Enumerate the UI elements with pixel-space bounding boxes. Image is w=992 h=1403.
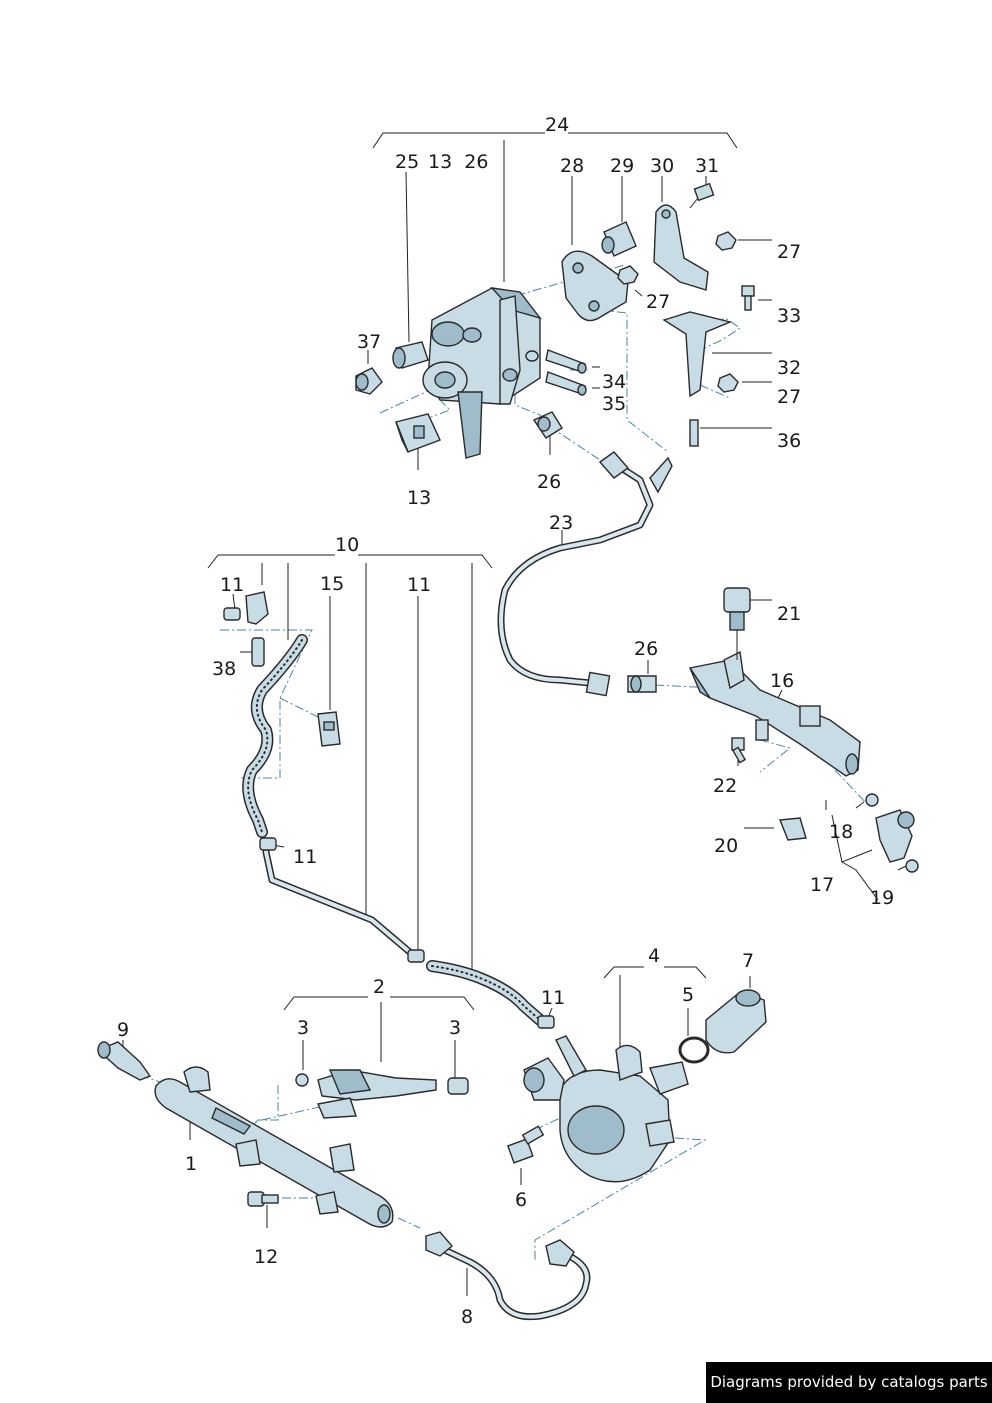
callout-26-b: 26 xyxy=(634,638,658,660)
callout-31: 31 xyxy=(695,155,719,177)
part-20-clip xyxy=(779,817,807,841)
part-31-bolt xyxy=(689,182,715,209)
part-26-union-mid xyxy=(627,675,657,693)
callout-11-c: 11 xyxy=(293,846,317,868)
callout-12: 12 xyxy=(254,1246,278,1268)
leader-lines xyxy=(122,140,907,1296)
part-21-pressure-sensor xyxy=(723,587,751,660)
callout-15: 15 xyxy=(320,573,344,595)
callout-37: 37 xyxy=(357,331,381,353)
bracket-24 xyxy=(372,132,738,149)
callout-13-26: 13 26 xyxy=(428,151,488,173)
part-15-clip xyxy=(317,711,341,747)
part-5-oring xyxy=(678,1036,710,1064)
callout-21: 21 xyxy=(777,603,801,625)
part-32-bracket xyxy=(662,311,733,398)
callout-27-c: 27 xyxy=(777,386,801,408)
callout-3-b: 3 xyxy=(449,1017,461,1039)
callout-5: 5 xyxy=(682,984,694,1006)
callout-33: 33 xyxy=(777,305,801,327)
callout-11-d: 11 xyxy=(541,987,565,1009)
callout-2: 2 xyxy=(373,976,385,998)
part-23-fuel-line xyxy=(497,451,673,697)
callout-19: 19 xyxy=(870,887,894,909)
callout-4: 4 xyxy=(648,945,660,967)
part-27-nuts xyxy=(617,231,739,393)
part-29-bushing xyxy=(601,221,637,257)
callout-3-a: 3 xyxy=(297,1017,309,1039)
part-26-union-top xyxy=(532,411,563,439)
callout-18: 18 xyxy=(829,821,853,843)
bracket-10 xyxy=(207,554,493,569)
callout-27-b: 27 xyxy=(646,291,670,313)
part-1-fuel-rail xyxy=(154,1066,394,1228)
part-16-fuel-rail xyxy=(688,650,861,777)
callout-8: 8 xyxy=(461,1306,473,1328)
callout-28: 28 xyxy=(560,155,584,177)
part-22-bolt xyxy=(731,737,747,764)
part-2-injector xyxy=(295,1069,469,1119)
pressure-valve-unit xyxy=(422,287,542,459)
callout-27-a: 27 xyxy=(777,241,801,263)
part-11-clamps xyxy=(223,607,555,1029)
callout-22: 22 xyxy=(713,775,737,797)
assembly-lines xyxy=(139,264,869,1260)
part-12-bolt xyxy=(247,1191,279,1207)
callout-24: 24 xyxy=(545,114,569,136)
part-6-bolt xyxy=(506,1125,545,1164)
callout-11-a: 11 xyxy=(220,574,244,596)
part-30-bracket xyxy=(653,204,709,291)
part-4-pump xyxy=(523,1035,689,1183)
part-9-sensor xyxy=(96,1041,152,1081)
callout-32: 32 xyxy=(777,357,801,379)
part-37-cap xyxy=(355,367,383,395)
callout-29: 29 xyxy=(610,155,634,177)
callout-35: 35 xyxy=(602,393,626,415)
callout-1: 1 xyxy=(185,1153,197,1175)
part-34-35-fittings xyxy=(545,349,587,396)
part-38-elbow xyxy=(245,591,269,667)
callout-9: 9 xyxy=(117,1019,129,1041)
callout-36: 36 xyxy=(777,430,801,452)
part-8-pressure-line xyxy=(425,1231,591,1321)
bracket-4 xyxy=(603,966,707,979)
part-25-connector xyxy=(392,341,429,369)
part-7-cap xyxy=(705,989,767,1054)
part-33-bolt xyxy=(741,285,755,311)
callout-11-b: 11 xyxy=(407,574,431,596)
callout-13: 13 xyxy=(407,487,431,509)
callout-34: 34 xyxy=(602,371,626,393)
part-28-plate xyxy=(561,250,629,322)
callout-25: 25 xyxy=(395,151,419,173)
callout-17: 17 xyxy=(810,874,834,896)
callout-38: 38 xyxy=(212,658,236,680)
callout-10: 10 xyxy=(335,534,359,556)
part-36-stud xyxy=(689,419,699,447)
callout-7: 7 xyxy=(742,950,754,972)
callout-30: 30 xyxy=(650,155,674,177)
callout-6: 6 xyxy=(515,1189,527,1211)
part-13-sensor xyxy=(395,413,441,453)
callout-20: 20 xyxy=(714,835,738,857)
callout-16: 16 xyxy=(770,670,794,692)
credit-banner: Diagrams provided by catalogs parts xyxy=(706,1362,992,1403)
part-10-hose xyxy=(242,634,546,1026)
part-19-injector xyxy=(865,793,919,873)
callout-26-a: 26 xyxy=(537,471,561,493)
bracket-2 xyxy=(283,996,475,1011)
callouts: 24 25 13 26 28 29 30 31 27 27 33 37 32 3… xyxy=(117,114,894,1328)
callout-23: 23 xyxy=(549,512,573,534)
